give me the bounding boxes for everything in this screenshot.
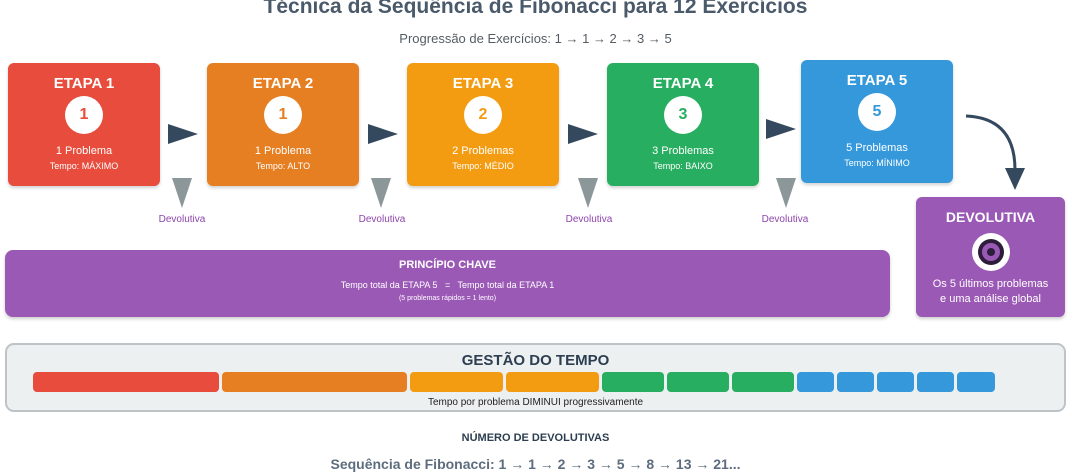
stage-name: ETAPA 4	[652, 75, 714, 92]
time-management-caption: Tempo por problema DIMINUI progressivame…	[427, 397, 644, 408]
time-management-panel: GESTÃO DO TEMPO Tempo por problema DIMIN…	[5, 343, 1066, 412]
stage-number-badge: 3	[664, 96, 702, 134]
stage-number-badge: 5	[858, 93, 896, 131]
feedback-down-arrow	[578, 178, 598, 208]
time-segment-stage-3	[410, 372, 504, 392]
stage-problem-count: 1 Problema	[55, 145, 113, 157]
stage-box-2: ETAPA 2 1 1 Problema Tempo: ALTO	[207, 63, 359, 186]
feedback-label: Devolutiva	[358, 214, 406, 225]
time-management-title: GESTÃO DO TEMPO	[461, 352, 610, 369]
fibonacci-sequence: Sequência de Fibonacci: 1 → 1 → 2 → 3 → …	[330, 456, 741, 472]
diagram-title: Técnica da Sequência de Fibonacci para 1…	[263, 0, 808, 18]
time-segment-stage-5	[917, 372, 955, 392]
time-segment-stage-5	[957, 372, 995, 392]
stage-time: Tempo: BAIXO	[653, 161, 713, 171]
stage-box-5: ETAPA 5 5 5 Problemas Tempo: MÍNIMO	[801, 60, 953, 183]
stage-time: Tempo: ALTO	[255, 161, 311, 171]
stage-box-3: ETAPA 3 2 2 Problemas Tempo: MÉDIO	[407, 63, 559, 186]
stage-name: ETAPA 1	[53, 75, 115, 92]
stage-problem-count: 2 Problemas	[452, 145, 514, 157]
next-stage-arrow	[568, 124, 598, 144]
feedback-label: Devolutiva	[158, 214, 206, 225]
stage-time: Tempo: MÁXIMO	[49, 161, 119, 171]
stage-box-4: ETAPA 4 3 3 Problemas Tempo: BAIXO	[607, 63, 759, 186]
stage-box-1: ETAPA 1 1 1 Problema Tempo: MÁXIMO	[8, 63, 160, 186]
final-feedback-line-2: e uma análise global	[940, 293, 1041, 305]
next-stage-arrow	[766, 119, 796, 139]
time-segment-stage-5	[837, 372, 875, 392]
time-segment-stage-1	[33, 372, 219, 392]
feedback-label: Devolutiva	[565, 214, 613, 225]
feedback-down-arrow	[776, 178, 796, 208]
next-stage-arrow	[168, 124, 198, 144]
feedback-label: Devolutiva	[761, 214, 809, 225]
stage-problem-count: 1 Problema	[254, 145, 312, 157]
time-segment-stage-4	[602, 372, 665, 392]
final-feedback-text: Os 5 últimos problemas e uma análise glo…	[920, 277, 1061, 307]
stage-time: Tempo: MÉDIO	[452, 161, 514, 171]
final-feedback-line-1: Os 5 últimos problemas	[932, 278, 1049, 290]
stage-problem-count: 3 Problemas	[652, 145, 714, 157]
final-feedback-title: DEVOLUTIVA	[945, 209, 1036, 225]
feedback-count-title: NÚMERO DE DEVOLUTIVAS	[461, 432, 610, 444]
feedback-down-arrow	[172, 178, 192, 208]
stage-name: ETAPA 5	[846, 72, 908, 89]
final-feedback-box: DEVOLUTIVA Os 5 últimos problemas e uma …	[916, 197, 1065, 317]
feedback-down-arrow	[371, 178, 391, 208]
stage-number-badge: 1	[65, 96, 103, 134]
stage-name: ETAPA 3	[452, 75, 514, 92]
stage-number-badge: 1	[264, 96, 302, 134]
key-principle-box: PRINCÍPIO CHAVE Tempo total da ETAPA 5 =…	[5, 250, 890, 317]
time-segment-stage-2	[221, 372, 408, 392]
stage-problem-count: 5 Problemas	[846, 142, 908, 154]
diagram-subtitle: Progressão de Exercícios: 1 → 1 → 2 → 3 …	[399, 31, 672, 46]
next-stage-arrow	[368, 124, 398, 144]
stage-name: ETAPA 2	[252, 75, 314, 92]
to-final-feedback-arrow	[965, 114, 1017, 171]
key-principle-note: (5 problemas rápidos = 1 lento)	[398, 295, 497, 302]
time-segment-stage-5	[796, 372, 834, 392]
key-principle-title: PRINCÍPIO CHAVE	[399, 259, 496, 271]
time-segment-stage-4	[731, 372, 794, 392]
time-bar-track	[33, 345, 1041, 414]
time-segment-stage-5	[877, 372, 915, 392]
key-principle-equation: Tempo total da ETAPA 5 = Tempo total da …	[340, 280, 555, 290]
stage-time: Tempo: MÍNIMO	[844, 158, 910, 168]
stage-number-badge: 2	[464, 96, 502, 134]
time-segment-stage-3	[506, 372, 600, 392]
to-final-feedback-arrowhead	[1005, 168, 1025, 190]
target-icon	[972, 233, 1010, 271]
time-segment-stage-4	[667, 372, 729, 392]
